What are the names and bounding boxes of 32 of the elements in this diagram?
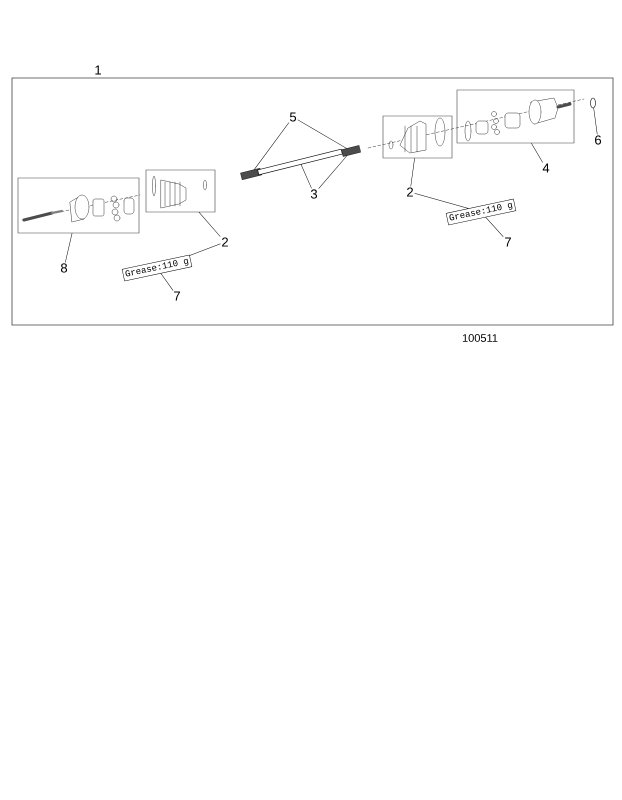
leader-line <box>300 164 312 188</box>
leader-line <box>198 212 220 237</box>
callout-number: 7 <box>174 292 180 300</box>
callout-number: 5 <box>290 112 296 122</box>
o-ring <box>590 98 596 108</box>
kit-box <box>146 170 216 212</box>
spline-end <box>240 168 262 180</box>
leader-line <box>593 108 598 134</box>
leader-line <box>410 158 415 187</box>
leader-line <box>160 273 174 291</box>
kit-box <box>382 116 452 158</box>
drawing-number: 100511 <box>462 334 498 342</box>
leader-line <box>318 156 348 189</box>
leader-line <box>531 143 543 163</box>
callout-number: 3 <box>310 189 318 199</box>
callout-number: 2 <box>407 187 413 197</box>
callout-number: 4 <box>542 164 550 172</box>
callout-number: 8 <box>60 263 68 273</box>
axle-shaft <box>257 148 343 176</box>
leader-line <box>190 244 220 256</box>
leader-line <box>65 233 72 262</box>
leader-line <box>298 120 347 149</box>
leader-line <box>254 122 290 170</box>
callout-number: 1 <box>95 66 101 74</box>
leader-line <box>414 193 468 209</box>
kit-box <box>18 178 140 234</box>
callout-number: 7 <box>505 238 511 246</box>
kit-box <box>456 90 574 144</box>
callout-number: 2 <box>222 237 228 247</box>
callout-number: 6 <box>595 135 602 145</box>
leader-line <box>486 217 504 237</box>
spline-end <box>341 145 361 157</box>
